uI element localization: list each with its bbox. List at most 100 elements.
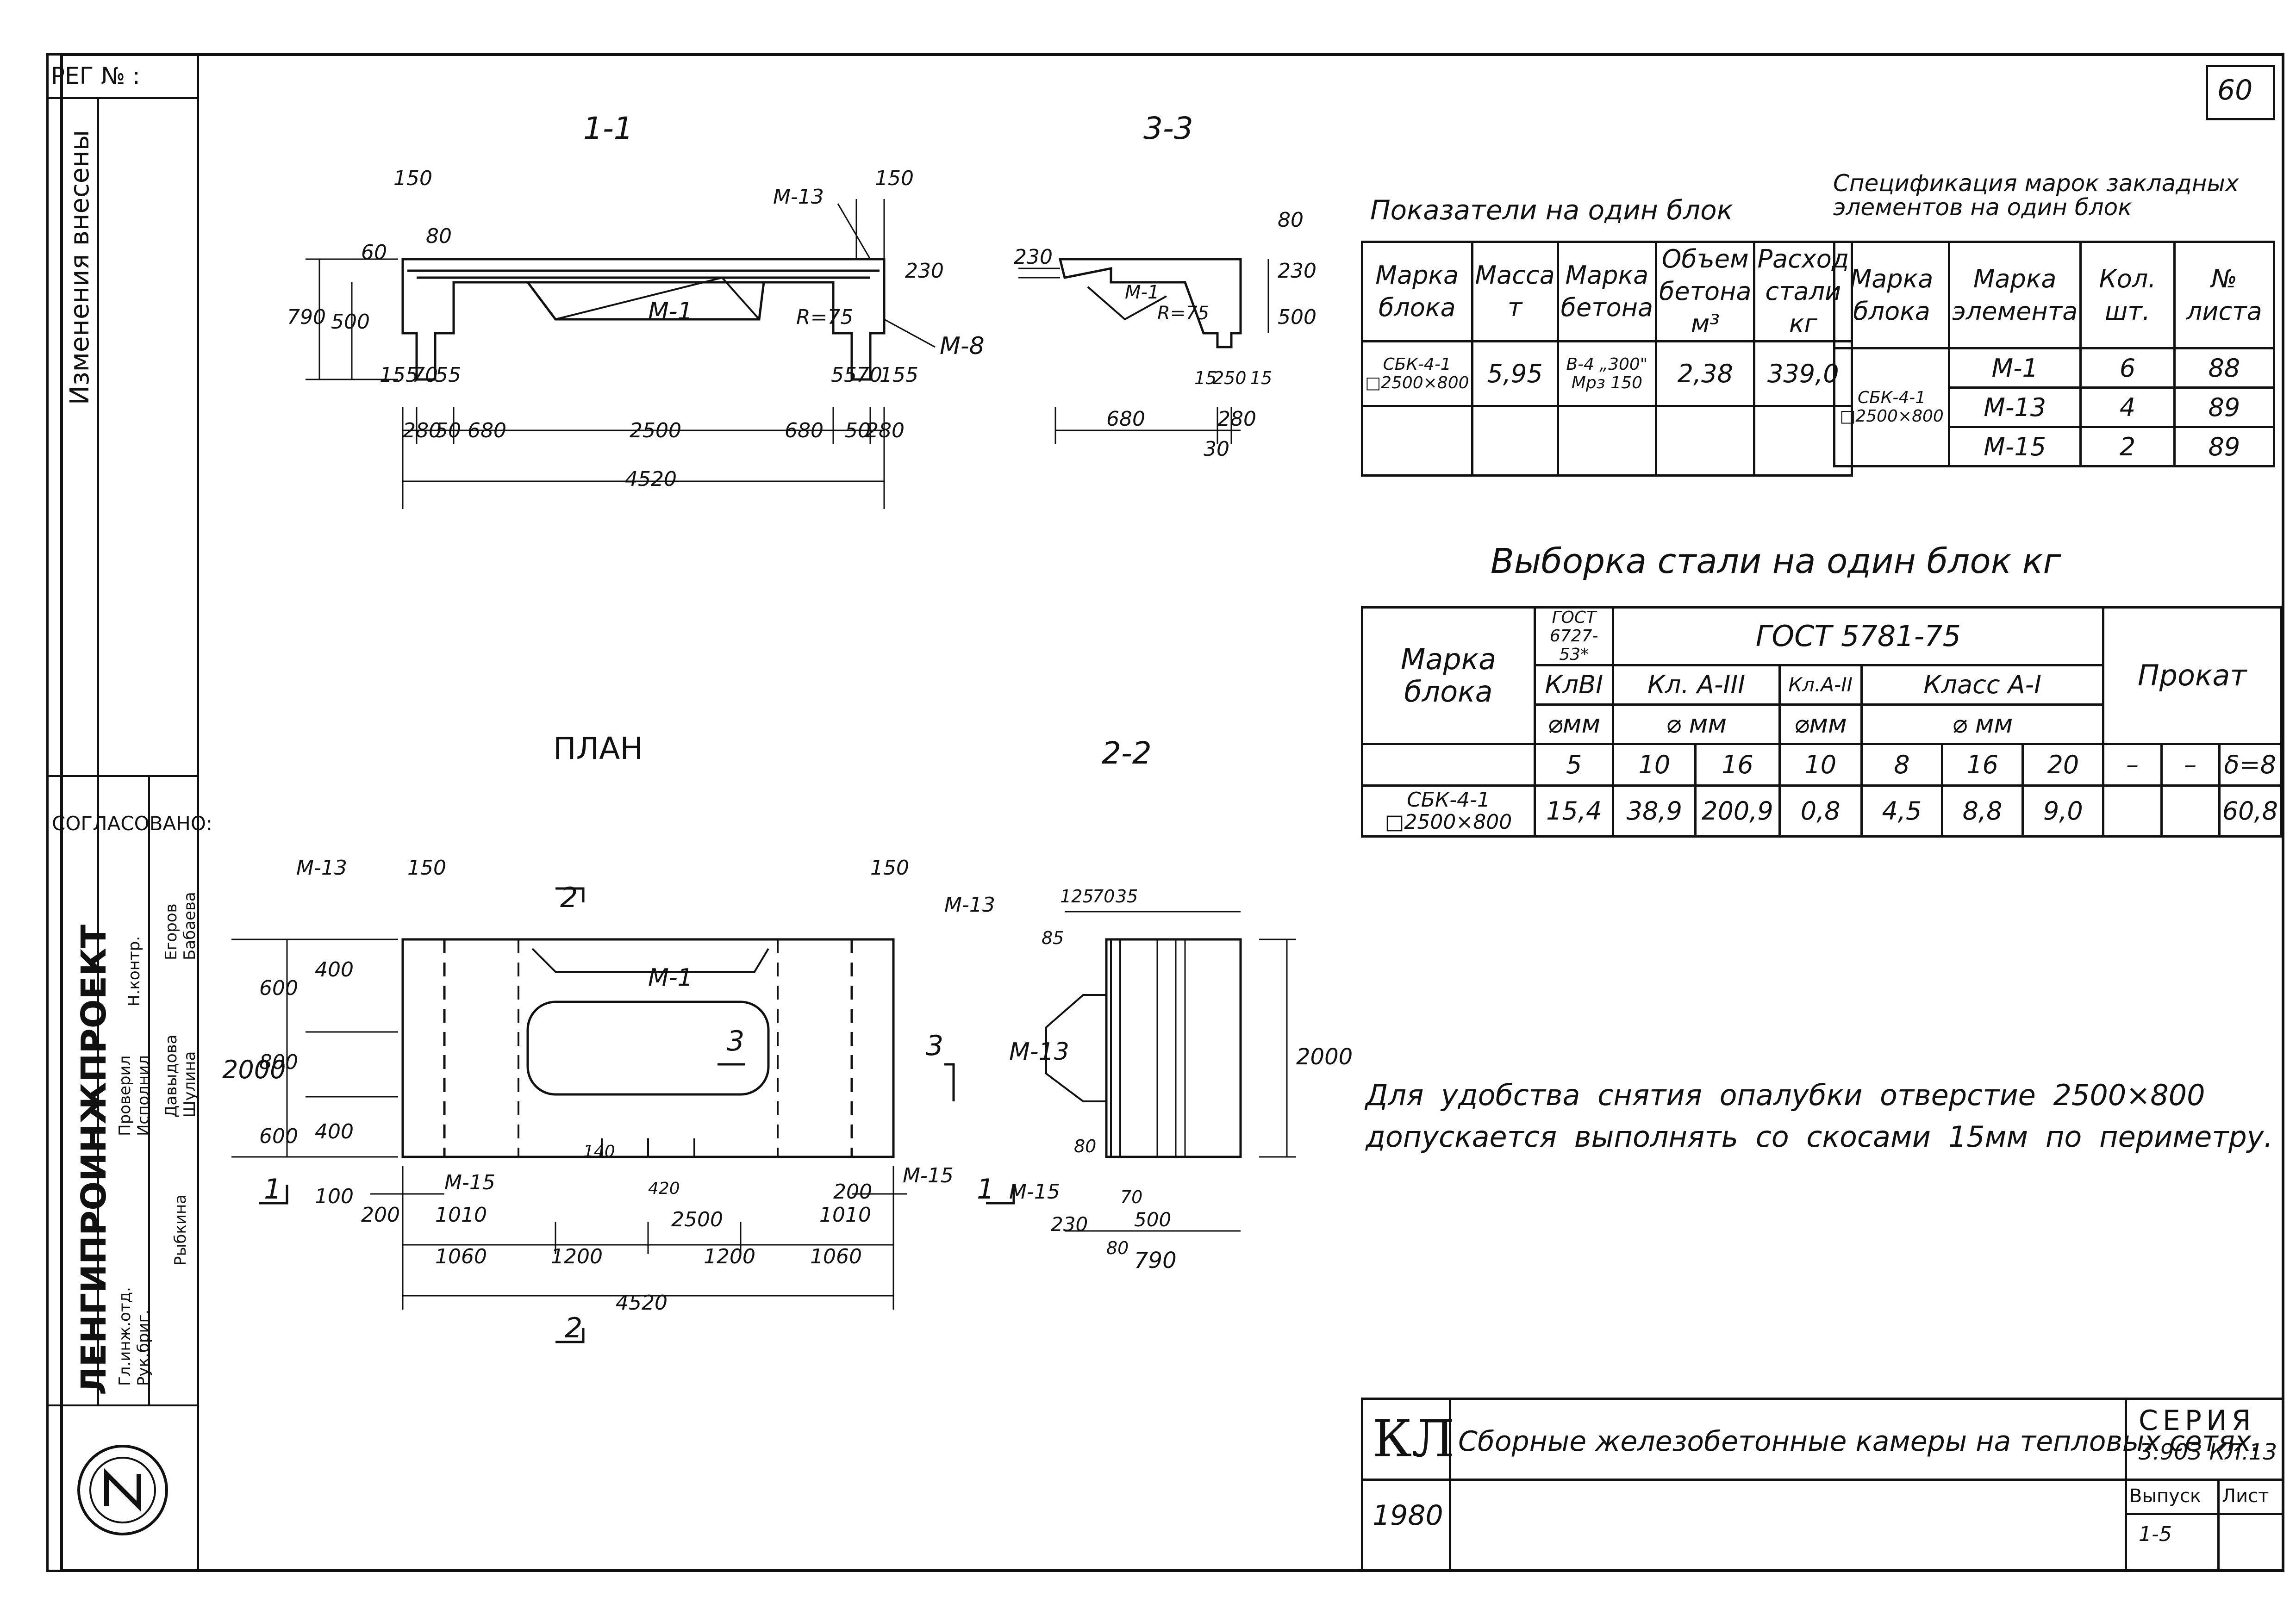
section-mark: 3: [926, 1030, 943, 1062]
spec-sheet: 89: [2173, 386, 2276, 428]
dim-label: 230: [1278, 259, 1316, 283]
sheet-number-box: [2206, 65, 2275, 120]
dim-label: 70: [1120, 1187, 1142, 1207]
steel-value: [2160, 784, 2221, 838]
spec-qty: 4: [2079, 386, 2176, 428]
steel-block: СБК-4-1 □2500×800: [1360, 784, 1536, 838]
spec-block: СБК-4-1 □2500×800: [1833, 347, 1951, 467]
binding-strip: [46, 53, 199, 1572]
spec-h-sheet: № листа: [2173, 241, 2276, 349]
dim-label: 500: [1278, 305, 1316, 329]
dim-label: 1010: [819, 1203, 871, 1227]
steel-h-dia: ⌀мм: [1534, 703, 1615, 745]
steel-h-prokat: Прокат: [2102, 606, 2282, 745]
dim-label: 280: [403, 419, 442, 442]
sidebar-vline: [97, 97, 99, 1404]
dim-label: 1200: [551, 1245, 603, 1268]
steel-size: 16: [1694, 743, 1781, 787]
section-mark: 1: [264, 1173, 281, 1205]
dim-label: 155: [880, 363, 918, 387]
dim-label: 1200: [704, 1245, 755, 1268]
spec-qty: 6: [2079, 347, 2176, 389]
dim-label: 790: [1134, 1248, 1177, 1274]
ind-h-volume: Объем бетона м³: [1655, 241, 1756, 342]
steel-title: Выборка стали на один блок кг: [1491, 541, 2061, 581]
dim-label: 60: [361, 241, 387, 264]
stamp-kl: КЛ: [1373, 1409, 1454, 1468]
steel-h-cls: КлВI: [1534, 664, 1615, 706]
dim-label: 50: [845, 419, 871, 442]
mark-label: М-13: [944, 893, 995, 917]
plan-drawing: [231, 887, 1015, 1343]
mark-label: М-13: [296, 856, 347, 880]
steel-value: 38,9: [1612, 784, 1697, 838]
dim-label: 80: [1074, 1136, 1096, 1156]
mark-label: М-15: [444, 1171, 495, 1194]
section-2-2-drawing: [1045, 911, 1296, 1232]
dim-label: 125: [1060, 886, 1094, 907]
title-block-hline: [2125, 1513, 2284, 1515]
sidebar-line: [46, 775, 199, 777]
ind-h-mass: Масса т: [1471, 241, 1559, 342]
vypusk-label: Выпуск: [2129, 1485, 2201, 1507]
dim-label: 70: [1092, 886, 1115, 907]
title-block: [1361, 1398, 2284, 1572]
steel-h-cls: Кл.А-II: [1778, 664, 1863, 706]
steel-size: 5: [1534, 743, 1615, 787]
ind-concrete: В-4 „300" Мрз 150: [1556, 340, 1658, 407]
series-label: СЕРИЯ: [2139, 1404, 2256, 1437]
plan-title: ПЛАН: [553, 731, 643, 766]
steel-empty: [1360, 744, 1536, 787]
mark-label: М-13: [773, 185, 824, 209]
dim-label: 500: [1134, 1208, 1171, 1231]
dim-label: 50: [435, 419, 461, 442]
dim-label: 280: [1217, 407, 1256, 431]
spec-table: Марка блока Марка элемента Кол. шт. № ли…: [1833, 241, 2276, 467]
dim-label: 150: [870, 856, 909, 880]
dim-label: 230: [1014, 245, 1053, 269]
steel-size: 20: [2021, 743, 2105, 787]
section-3-3-drawing: [1018, 258, 1269, 444]
dim-label: 4520: [625, 467, 677, 491]
spec-element: М-13: [1948, 386, 2082, 428]
mark-label: М-8: [940, 332, 985, 360]
steel-h-gost-old: ГОСТ 6727-53*: [1534, 606, 1615, 666]
dim-label: 15: [1194, 368, 1217, 388]
ind-h-concrete: Марка бетона: [1556, 241, 1658, 342]
steel-h-cls: Класс А-I: [1860, 664, 2105, 706]
dim-label: 150: [875, 167, 914, 190]
dim-label: 800: [259, 1050, 298, 1074]
steel-value: 15,4: [1534, 784, 1615, 838]
steel-h-gost-new: ГОСТ 5781-75: [1612, 606, 2105, 666]
steel-value: 9,0: [2021, 784, 2105, 838]
note-line-1: Для удобства снятия опалубки отверстие 2…: [1366, 1078, 2205, 1112]
section-mark: 1: [977, 1173, 994, 1205]
series-value: 3.903 КЛ.13: [2139, 1439, 2277, 1465]
dim-label: 200: [361, 1203, 400, 1227]
sheet-number: 60: [2217, 74, 2253, 106]
ind-mass: 5,95: [1471, 340, 1559, 407]
steel-h-dia: ⌀ мм: [1612, 703, 1781, 745]
steel-h-dia: ⌀ мм: [1860, 703, 2105, 745]
dim-label: 150: [393, 167, 432, 190]
ind-empty: [1556, 405, 1658, 477]
steel-size: 16: [1940, 743, 2024, 787]
section-1-1-drawing: [306, 199, 936, 509]
steel-size: –: [2160, 743, 2221, 787]
section-mark: 2: [560, 882, 578, 914]
ind-empty: [1655, 405, 1756, 477]
dim-label: 140: [583, 1142, 615, 1161]
dim-label: 400: [315, 1120, 354, 1143]
dim-label: 4520: [616, 1291, 668, 1315]
year: 1980: [1373, 1499, 1443, 1532]
dim-label: 70: [412, 363, 438, 387]
dim-label: 500: [331, 310, 370, 334]
steel-value: [2102, 784, 2163, 838]
steel-size: 10: [1612, 743, 1697, 787]
mark-label: М-1: [648, 964, 693, 992]
steel-h-block: Марка блока: [1360, 606, 1536, 745]
title-block-vline: [2125, 1398, 2127, 1572]
org-logo-icon: [74, 1441, 171, 1539]
mark-label: М-1: [648, 298, 693, 325]
steel-size: δ=8: [2218, 743, 2283, 787]
